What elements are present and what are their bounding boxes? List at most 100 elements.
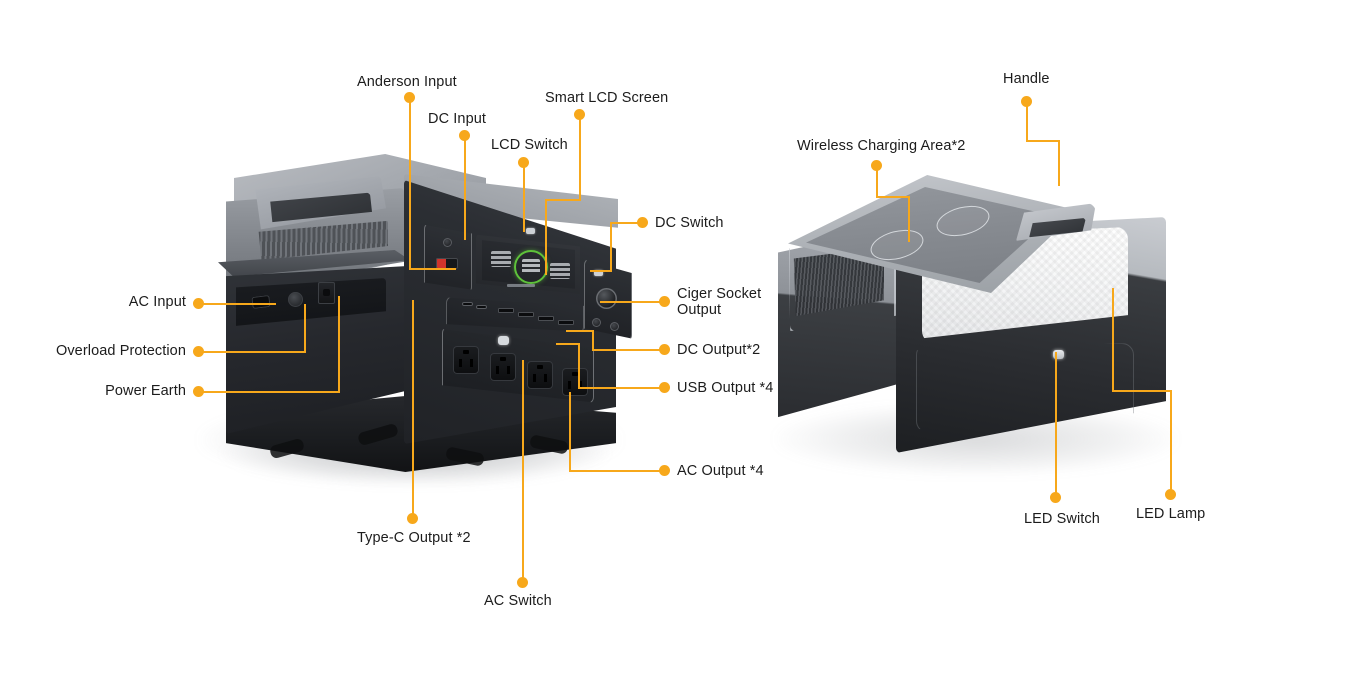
callout-label-led-lamp: LED Lamp <box>1136 506 1206 522</box>
callout-line-ac-switch <box>522 360 524 580</box>
callout-dot-ciger-socket-output[interactable] <box>659 296 670 307</box>
callout-line-usb-output-elbow <box>556 343 580 345</box>
callout-dot-overload-protection[interactable] <box>193 346 204 357</box>
callout-line-overload-protection-riser <box>304 304 306 353</box>
callout-label-type-c-output: Type-C Output *2 <box>357 530 471 546</box>
callout-line-led-lamp <box>1170 392 1172 492</box>
callout-line-handle-drop <box>1058 140 1060 186</box>
dc-input-jack[interactable] <box>443 238 452 247</box>
callout-dot-lcd-switch[interactable] <box>518 157 529 168</box>
ac-outlet-1[interactable] <box>453 346 479 374</box>
lcd-switch-button[interactable] <box>526 228 535 234</box>
callout-line-dc-output-riser <box>592 330 594 351</box>
callout-dot-led-switch[interactable] <box>1050 492 1061 503</box>
callout-line-smart-lcd-screen-drop <box>545 199 547 275</box>
callout-line-smart-lcd-screen-elbow <box>545 199 581 201</box>
ac-outlet-2[interactable] <box>490 353 516 381</box>
callout-label-dc-switch: DC Switch <box>655 215 724 231</box>
dc-output-port-2[interactable] <box>610 322 619 331</box>
callout-label-anderson-input: Anderson Input <box>357 74 457 90</box>
callout-label-lcd-switch: LCD Switch <box>491 137 568 153</box>
callout-label-smart-lcd-screen: Smart LCD Screen <box>545 90 669 106</box>
callout-label-handle: Handle <box>1003 71 1050 87</box>
callout-label-usb-output: USB Output *4 <box>677 380 774 396</box>
callout-label-ciger-socket-output: Ciger Socket Output <box>677 286 762 318</box>
callout-line-lcd-switch <box>523 165 525 232</box>
callout-line-anderson-input-elbow <box>409 268 456 270</box>
callout-line-anderson-input <box>409 100 411 270</box>
lcd-status-icons <box>507 284 535 287</box>
callout-line-type-c-output <box>412 300 414 516</box>
callout-line-led-lamp-riser <box>1112 288 1114 392</box>
ac-outlet-4[interactable] <box>562 368 588 396</box>
callout-line-ciger-socket-output <box>600 301 661 303</box>
callout-line-dc-input <box>464 138 466 240</box>
callout-label-ac-output: AC Output *4 <box>677 463 764 479</box>
callout-label-overload-protection: Overload Protection <box>55 343 186 359</box>
ciger-socket-output[interactable] <box>596 288 617 309</box>
right-device-illustration <box>770 165 1190 495</box>
callout-label-ac-input: AC Input <box>128 294 186 310</box>
callout-line-dc-switch <box>610 222 639 224</box>
dc-output-port-1[interactable] <box>592 318 601 327</box>
callout-line-dc-switch-elbow <box>590 270 612 272</box>
ac-input-port[interactable] <box>251 294 271 310</box>
ac-switch-button[interactable] <box>498 336 509 345</box>
callout-dot-usb-output[interactable] <box>659 382 670 393</box>
callout-label-led-switch: LED Switch <box>1024 511 1100 527</box>
callout-line-ac-output-riser <box>569 392 571 472</box>
callout-dot-power-earth[interactable] <box>193 386 204 397</box>
callout-label-ac-switch: AC Switch <box>484 593 552 609</box>
callout-line-led-lamp-elbow <box>1112 390 1172 392</box>
lcd-battery-ring <box>514 250 548 284</box>
callout-line-handle <box>1026 104 1028 142</box>
callout-dot-dc-output[interactable] <box>659 344 670 355</box>
callout-line-handle-elbow <box>1026 140 1060 142</box>
callout-label-dc-input: DC Input <box>428 111 487 127</box>
callout-dot-dc-switch[interactable] <box>637 217 648 228</box>
power-earth-terminal[interactable] <box>318 282 335 304</box>
usb-port-1[interactable] <box>498 308 514 313</box>
callout-dot-smart-lcd-screen[interactable] <box>574 109 585 120</box>
callout-label-power-earth: Power Earth <box>105 383 186 399</box>
callout-line-overload-protection <box>200 351 306 353</box>
type-c-port-1[interactable] <box>462 302 473 306</box>
callout-line-led-switch <box>1055 352 1057 495</box>
lcd-right-readout <box>550 263 570 279</box>
anderson-input-port[interactable] <box>436 258 458 269</box>
dc-switch-button[interactable] <box>594 270 603 276</box>
callout-line-dc-output <box>592 349 661 351</box>
callout-line-smart-lcd-screen <box>579 117 581 200</box>
led-switch-button[interactable] <box>1053 350 1064 359</box>
callout-dot-ac-switch[interactable] <box>517 577 528 588</box>
callout-label-wireless-charging-area: Wireless Charging Area*2 <box>797 138 966 154</box>
callout-line-usb-output <box>578 387 661 389</box>
callout-dot-anderson-input[interactable] <box>404 92 415 103</box>
callout-line-dc-switch-drop <box>610 222 612 272</box>
usb-port-2[interactable] <box>518 312 534 317</box>
ac-outlet-3[interactable] <box>527 361 553 389</box>
callout-line-power-earth <box>200 391 340 393</box>
callout-dot-type-c-output[interactable] <box>407 513 418 524</box>
callout-line-ac-input <box>200 303 276 305</box>
callout-line-usb-output-riser <box>578 343 580 389</box>
type-c-port-2[interactable] <box>476 305 487 309</box>
callout-line-ac-output <box>569 470 661 472</box>
callout-dot-led-lamp[interactable] <box>1165 489 1176 500</box>
overload-protection-button[interactable] <box>288 292 303 307</box>
callout-line-dc-output-elbow <box>566 330 594 332</box>
callout-dot-handle[interactable] <box>1021 96 1032 107</box>
callout-dot-wireless-charging-area[interactable] <box>871 160 882 171</box>
callout-line-wireless-charging-area-drop <box>908 196 910 242</box>
usb-port-3[interactable] <box>538 316 554 321</box>
callout-line-wireless-charging-area-elbow <box>876 196 910 198</box>
callout-dot-dc-input[interactable] <box>459 130 470 141</box>
callout-dot-ac-output[interactable] <box>659 465 670 476</box>
callout-line-wireless-charging-area <box>876 168 878 198</box>
left-device-illustration <box>200 150 632 510</box>
carry-handle-opening <box>1029 217 1086 238</box>
callout-line-power-earth-riser <box>338 296 340 393</box>
callout-dot-ac-input[interactable] <box>193 298 204 309</box>
usb-port-4[interactable] <box>558 320 574 325</box>
